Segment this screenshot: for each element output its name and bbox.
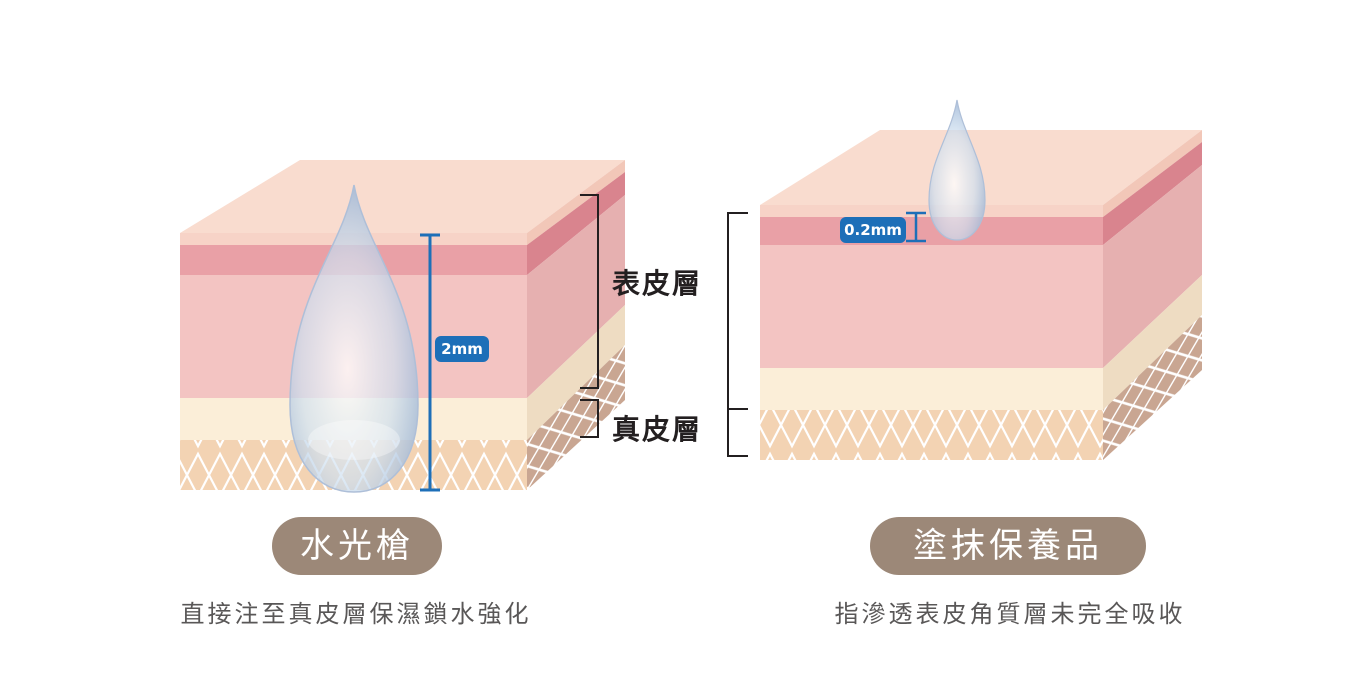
left-depth-measure — [420, 233, 440, 492]
left-top-face — [180, 160, 625, 233]
right-stratum-layer — [760, 217, 1103, 245]
right-top-face — [760, 130, 1202, 205]
right-side-surface — [1103, 130, 1202, 217]
right-dermis-layer — [760, 368, 1103, 410]
right-caption: 指滲透表皮角質層未完全吸收 — [834, 600, 1186, 628]
left-title-pill: 水光槍 — [272, 517, 442, 575]
right-fat-layer — [760, 410, 1103, 460]
left-water-drop-icon — [289, 184, 419, 493]
right-side-epidermis — [1103, 165, 1202, 368]
right-side-stratum — [1103, 142, 1202, 245]
left-drop-highlight — [308, 420, 400, 460]
dermis-label: 真皮層 — [612, 413, 703, 446]
left-side-surface — [527, 160, 625, 245]
right-skin-block — [760, 130, 1202, 460]
left-layer-brackets — [580, 194, 599, 438]
left-caption: 直接注至真皮層保濕鎖水強化 — [180, 600, 532, 628]
right-water-drop-icon — [928, 99, 986, 241]
right-depth-measure — [906, 211, 926, 243]
right-layer-brackets — [727, 212, 748, 457]
right-epidermis-layer — [760, 245, 1103, 368]
right-side-dermis — [1103, 275, 1202, 410]
left-side-dermis — [527, 305, 625, 440]
right-side-fat — [1103, 315, 1202, 460]
right-title-pill: 塗抹保養品 — [870, 517, 1146, 575]
left-depth-tag: 2mm — [435, 336, 489, 362]
epidermis-label: 表皮層 — [612, 267, 703, 300]
right-depth-tag: 0.2mm — [840, 217, 906, 243]
left-side-stratum — [527, 172, 625, 275]
left-side-fat — [527, 345, 625, 490]
left-side-epidermis — [527, 195, 625, 398]
